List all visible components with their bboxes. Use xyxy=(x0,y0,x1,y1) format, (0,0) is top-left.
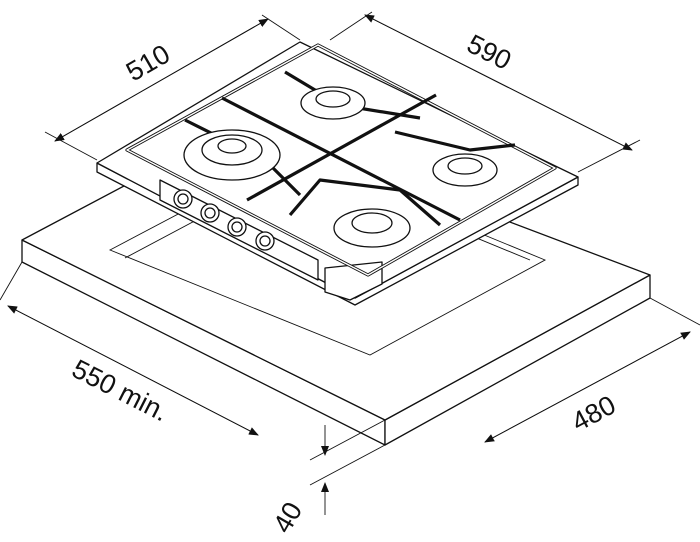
hob xyxy=(96,41,579,306)
dim-550-label: 550 min. xyxy=(67,354,173,428)
dim-510-label: 510 xyxy=(121,39,175,88)
control-knobs xyxy=(173,189,275,251)
dim-40-label: 40 xyxy=(267,497,308,538)
burners xyxy=(183,86,498,248)
dimension-lines xyxy=(0,11,700,515)
dim-480-label: 480 xyxy=(567,390,621,438)
